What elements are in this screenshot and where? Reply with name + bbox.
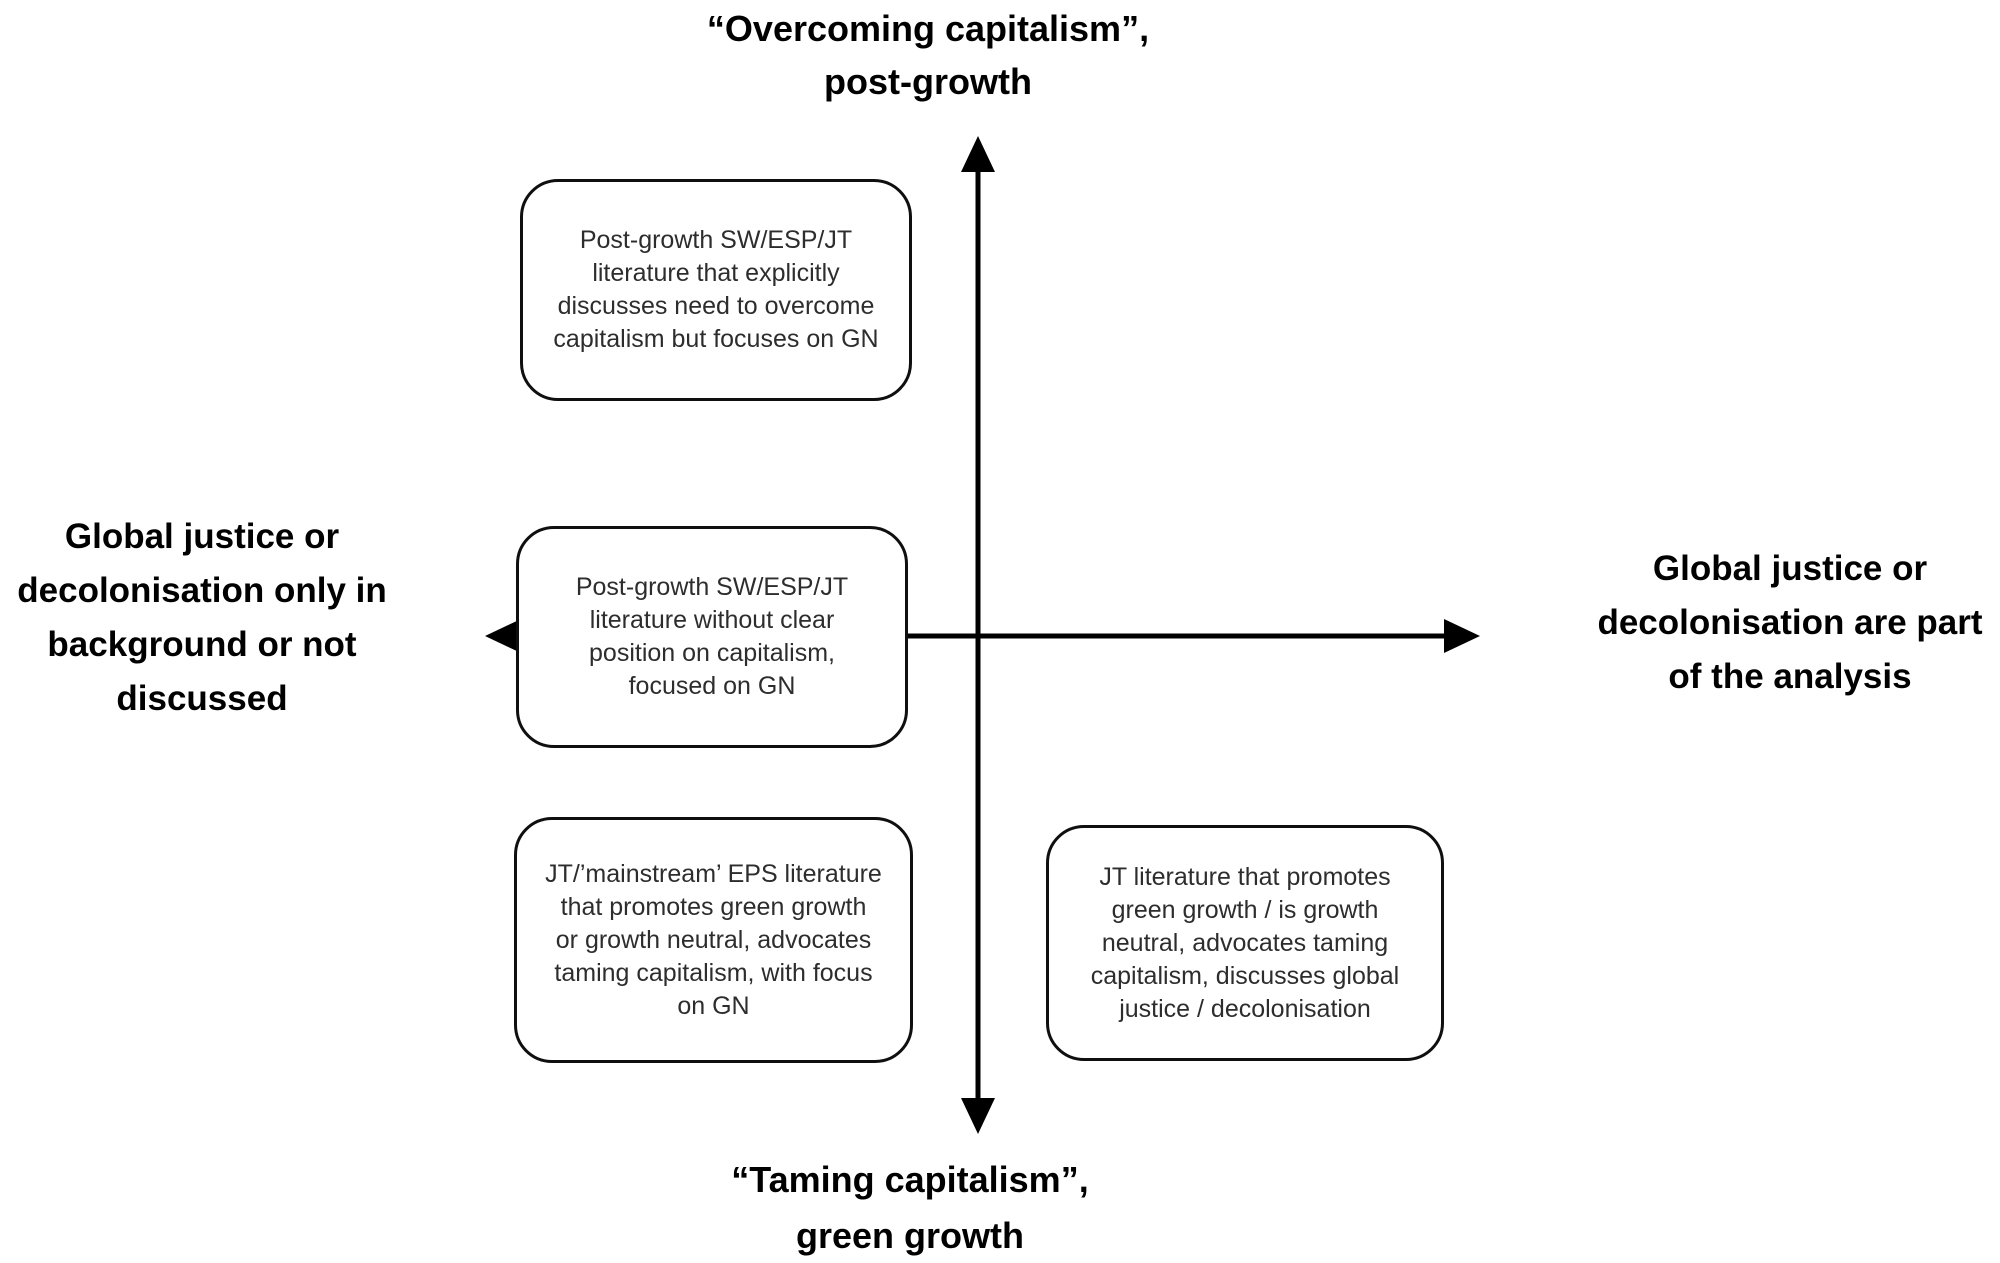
box-text-line: JT literature that promotes	[1099, 862, 1391, 891]
box-text-line: on GN	[677, 991, 750, 1020]
box-text-line: literature without clear	[589, 606, 835, 634]
quadrant-box-top-left: Post-growth SW/ESP/JT literature that ex…	[520, 179, 912, 401]
box-text-line: or growth neutral, advocates	[555, 925, 872, 954]
box-text-line: green growth / is growth	[1111, 895, 1379, 924]
box-text-line: that promotes green growth	[560, 892, 867, 921]
box-text-line: taming capitalism, with focus	[554, 958, 873, 987]
box-text-line: JT/’mainstream’ EPS literature	[545, 859, 882, 888]
axis-label-top: “Overcoming capitalism”, post-growth	[578, 2, 1278, 108]
box-text-line: discusses need to overcome	[557, 292, 875, 320]
quadrant-box-bottom-left: JT/’mainstream’ EPS literature that prom…	[514, 817, 913, 1063]
box-text-line: capitalism but focuses on GN	[553, 325, 879, 353]
box-text-line: focused on GN	[628, 672, 796, 700]
box-text-line: position on capitalism,	[589, 639, 835, 667]
box-text-line: Post-growth SW/ESP/JT	[575, 573, 849, 601]
axis-label-left-line: background or not	[47, 625, 357, 664]
arrowhead-down-icon	[961, 1098, 995, 1134]
arrowhead-left-icon	[485, 619, 521, 653]
axis-label-top-line: post-growth	[824, 61, 1032, 102]
arrowhead-right-icon	[1444, 619, 1480, 653]
axis-label-left-line: discussed	[116, 679, 288, 718]
axis-label-right: Global justice or decolonisation are par…	[1570, 542, 2000, 704]
quadrant-box-middle-left: Post-growth SW/ESP/JT literature without…	[516, 526, 908, 748]
axis-label-top-line: “Overcoming capitalism”,	[706, 8, 1150, 49]
box-text-line: capitalism, discusses global	[1090, 961, 1400, 990]
axis-label-left-line: Global justice or	[64, 517, 340, 556]
box-text-line: justice / decolonisation	[1119, 994, 1371, 1023]
arrowhead-up-icon	[961, 136, 995, 172]
axis-label-left: Global justice or decolonisation only in…	[0, 510, 410, 726]
quadrant-box-bottom-right: JT literature that promotes green growth…	[1046, 825, 1444, 1061]
axis-label-bottom-line: “Taming capitalism”,	[731, 1159, 1089, 1200]
axis-label-right-line: decolonisation are part	[1597, 603, 1983, 642]
axis-label-right-line: of the analysis	[1668, 657, 1912, 696]
box-text-line: Post-growth SW/ESP/JT	[579, 226, 853, 254]
axis-label-bottom: “Taming capitalism”, green growth	[560, 1152, 1260, 1263]
box-text-line: neutral, advocates taming	[1101, 928, 1389, 957]
axis-label-left-line: decolonisation only in	[17, 571, 387, 610]
box-text-line: literature that explicitly	[592, 259, 840, 287]
axis-label-right-line: Global justice or	[1652, 549, 1928, 588]
axis-label-bottom-line: green growth	[795, 1215, 1024, 1256]
